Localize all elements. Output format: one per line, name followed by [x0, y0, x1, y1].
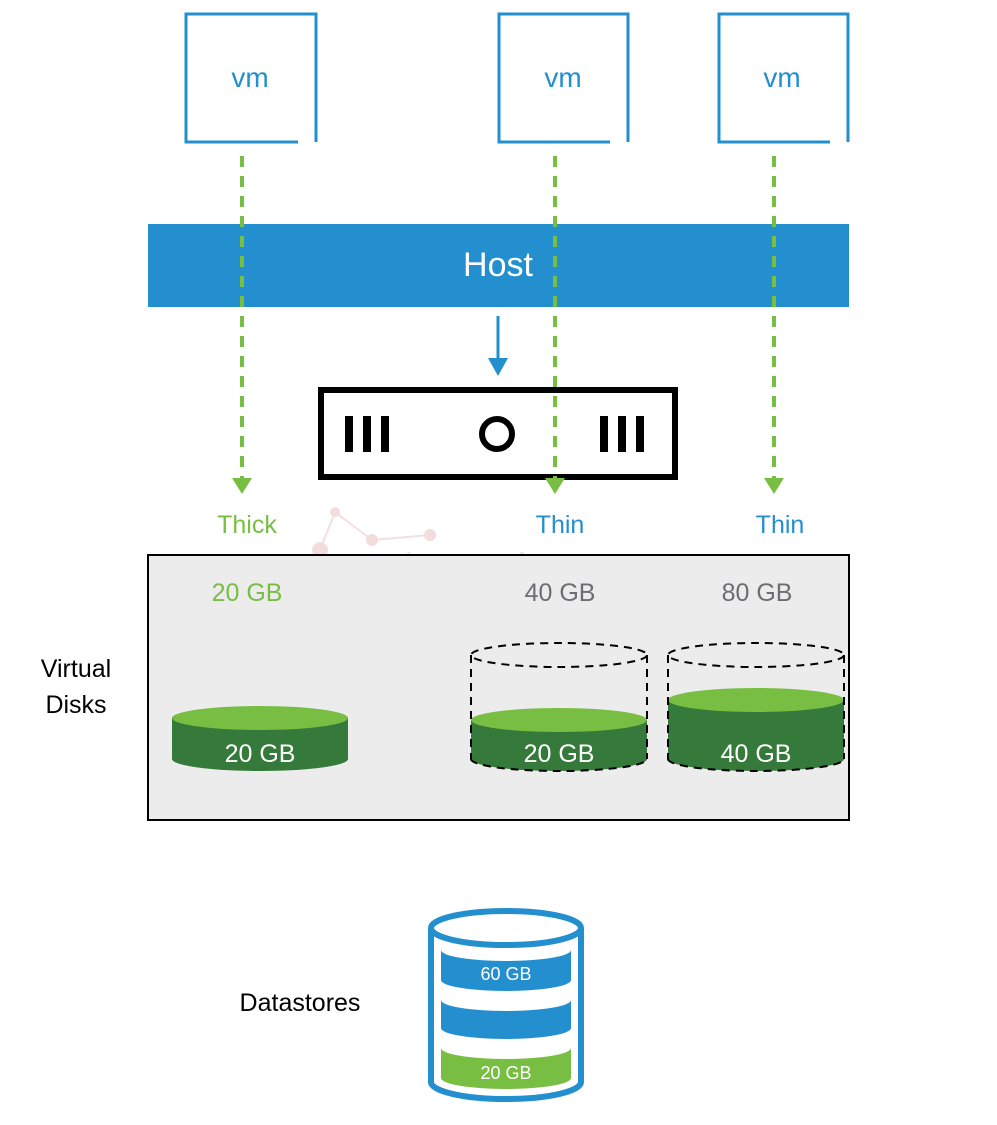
vm-label: vm: [231, 62, 268, 93]
virtual-disks-panel: [147, 554, 850, 821]
vm-label: vm: [544, 62, 581, 93]
provision-type-thin: Thin: [756, 511, 805, 539]
virtual-disks-label: Disks: [45, 691, 106, 719]
vm-box-2: vm: [497, 12, 630, 144]
datastore-segment-label: 20 GB: [480, 1063, 531, 1083]
disk-used-size: 20 GB: [225, 740, 296, 768]
provisioned-size-thick: 20 GB: [212, 579, 283, 607]
vm-label: vm: [763, 62, 800, 93]
storage-array-icon: [318, 387, 678, 480]
disk-used-size: 20 GB: [524, 740, 595, 768]
vm-box-1: vm: [184, 12, 318, 144]
host-bar: Host: [148, 224, 849, 307]
provisioned-size-thin: 80 GB: [722, 579, 793, 607]
datastore-segment-label: 60 GB: [480, 964, 531, 984]
provision-type-thin: Thin: [536, 511, 585, 539]
provisioned-size-thin: 40 GB: [525, 579, 596, 607]
host-storage-arrow: [488, 316, 508, 376]
disk-used-size: 40 GB: [721, 740, 792, 768]
thin-disk-icon: 40 GB: [667, 642, 845, 772]
virtual-disks-label: Virtual: [41, 655, 111, 683]
vm-disk-paths: [240, 156, 776, 478]
path-arrowheads: [232, 478, 784, 494]
datastore-icon: 60 GB 20 GB: [428, 908, 584, 1102]
provision-type-thick: Thick: [217, 511, 277, 539]
host-label: Host: [463, 246, 533, 284]
thin-disk-icon: 20 GB: [470, 642, 648, 772]
vm-box-3: vm: [717, 12, 850, 144]
thick-disk-icon: 20 GB: [172, 706, 348, 771]
datastores-label: Datastores: [240, 989, 361, 1017]
